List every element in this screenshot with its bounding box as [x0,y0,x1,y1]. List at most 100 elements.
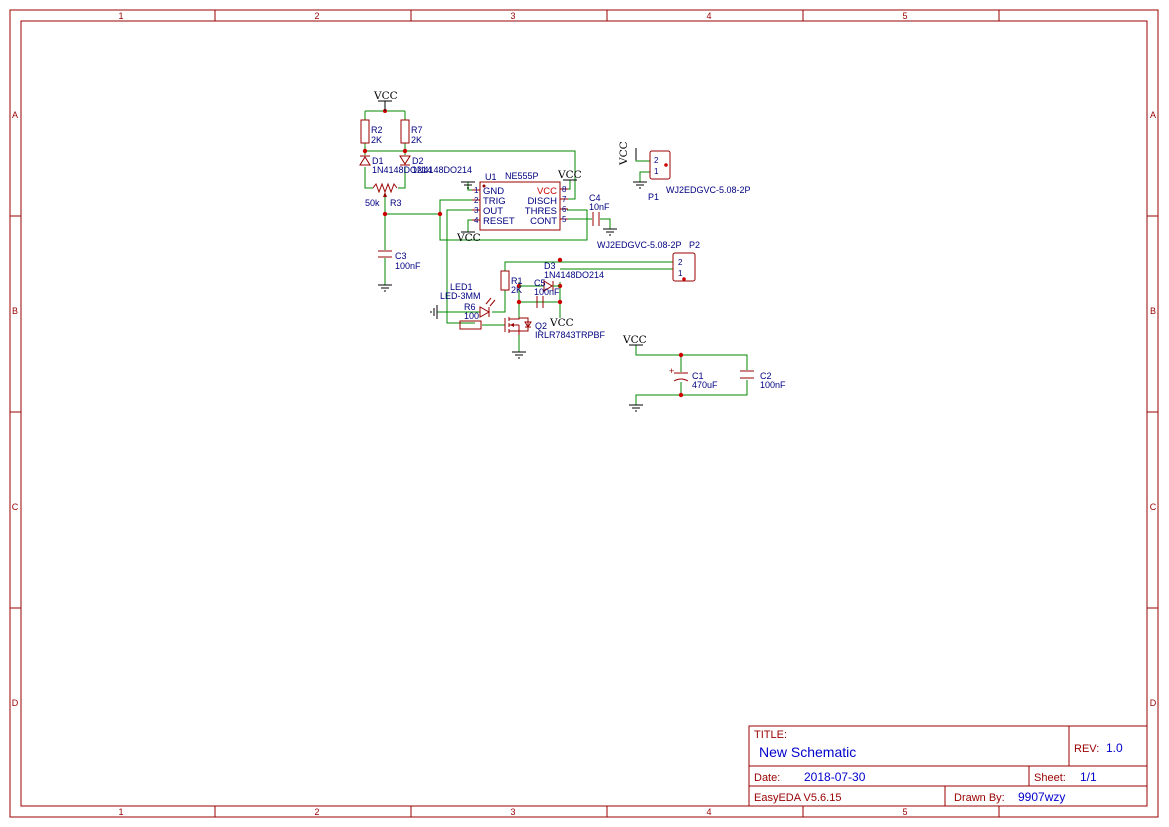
pin-number: 2 [474,196,479,205]
capacitor-c1[interactable]: + C1 470uF [669,366,718,390]
pin-number: 3 [474,206,479,215]
title-label: TITLE: [754,729,787,741]
designator: D1 [372,156,384,166]
pin-number: 2 [678,258,683,267]
sheet-label: Sheet: [1034,772,1066,784]
pin-number: 8 [562,185,567,194]
led-led1[interactable]: LED1 LED-3MM [440,282,496,318]
diode-d3[interactable]: D3 1N4148DO214 [519,261,604,292]
drawn-by-value: 9907wzy [1018,790,1065,804]
column-label: 4 [706,11,711,21]
pin-name: RESET [483,216,515,227]
row-label: A [12,110,18,120]
sheet-value: 1/1 [1080,770,1097,784]
capacitor-c4[interactable]: C4 10nF [589,193,610,226]
title-block: TITLE: New Schematic REV: 1.0 Date: 2018… [748,725,1148,807]
pin-number: 6 [562,205,567,214]
tool-version: EasyEDA V5.6.15 [754,792,841,804]
column-label: 1 [118,11,123,21]
designator: C5 [534,278,546,288]
polarity-mark: + [669,366,674,376]
pin-number: 1 [678,269,683,278]
pin-number: 1 [654,167,659,176]
pin-name: TRIG [483,196,506,207]
net-label-vcc: VCC [456,232,481,244]
designator: LED1 [450,282,473,292]
designator: D3 [544,261,556,271]
value-label: IRLR7843TRPBF [535,330,606,340]
column-label: 2 [314,11,319,21]
frame-row-labels-right: A B C D [1150,110,1157,708]
connector-p2[interactable]: 2 1 WJ2EDGVC-5.08-2P P2 [597,240,700,282]
designator: R6 [464,302,476,312]
designator: R2 [371,125,383,135]
ground-symbols [378,181,647,412]
value-label: WJ2EDGVC-5.08-2P [597,240,682,250]
sheet-frame [9,9,1159,818]
pin-name: GND [483,186,504,197]
row-label: D [12,698,19,708]
date-value: 2018-07-30 [804,770,866,784]
column-label: 2 [314,807,319,817]
ic-u1-ne555p[interactable]: U1 NE555P 1 2 3 4 GND TRIG OUT RESET 8 7… [472,171,568,231]
designator: C4 [589,193,601,203]
net-label-vcc: VCC [373,90,398,102]
designator: D2 [412,156,424,166]
net-label-vcc: VCC [618,141,630,166]
designator: C2 [760,371,772,381]
diode-d2[interactable]: D2 1N4148DO214 [399,155,472,175]
vcc-symbols: VCC VCC VCC VCC VCC VCC [373,90,647,346]
pin-name: CONT [530,216,557,227]
pin-number: 2 [654,156,659,165]
pin-name: THRES [525,206,557,217]
value-label: 2K [411,135,422,145]
resistor-r2[interactable]: R2 2K [360,119,383,145]
value-label: 1N4148DO214 [412,165,472,175]
column-label: 3 [510,807,515,817]
column-label: 4 [706,807,711,817]
potentiometer-r3[interactable]: 50k R3 [365,182,402,208]
value-label: 100nF [760,380,786,390]
mosfet-q2[interactable]: Q2 IRLR7843TRPBF [504,317,606,340]
value-label: 470uF [692,380,718,390]
value-label: NE555P [505,171,539,181]
row-label: C [12,502,19,512]
capacitor-c3[interactable]: C3 100nF [378,250,421,271]
capacitor-c5[interactable]: C5 100nF [534,278,560,308]
capacitor-c2[interactable]: C2 100nF [740,370,786,390]
value-label: 1N4148DO214 [372,165,432,175]
resistor-r6[interactable]: R6 100 [459,302,482,330]
value-label: LED-3MM [440,291,481,301]
connector-p1[interactable]: 2 1 WJ2EDGVC-5.08-2P P1 [648,150,751,202]
row-label: C [1150,502,1157,512]
junctions [362,109,686,398]
designator: C1 [692,371,704,381]
designator: Q2 [535,321,547,331]
value-label: 100 [464,311,479,321]
designator: P1 [648,192,659,202]
rev-label: REV: [1074,743,1099,755]
pin-name: OUT [483,206,503,217]
schematic-title[interactable]: New Schematic [759,744,856,760]
designator: C3 [395,251,407,261]
designator: P2 [689,240,700,250]
column-label: 5 [902,11,907,21]
net-label-vcc: VCC [549,317,574,329]
value-label: 2K [371,135,382,145]
row-label: B [1150,306,1156,316]
value-label: 100nF [395,261,421,271]
value-label: 50k [365,198,380,208]
row-label: A [1150,110,1156,120]
value-label: 1N4148DO214 [544,270,604,280]
column-label: 3 [510,11,515,21]
net-label-vcc: VCC [622,334,647,346]
resistor-r7[interactable]: R7 2K [400,119,423,145]
frame-column-labels-bottom: 1 2 3 4 5 [118,807,907,817]
diode-d1[interactable]: D1 1N4148DO214 [359,155,432,175]
resistor-r1[interactable]: R1 2K [500,270,523,295]
pin-number: 1 [474,186,479,195]
value-label: 2K [511,285,522,295]
designator: R7 [411,125,423,135]
row-label: B [12,306,18,316]
